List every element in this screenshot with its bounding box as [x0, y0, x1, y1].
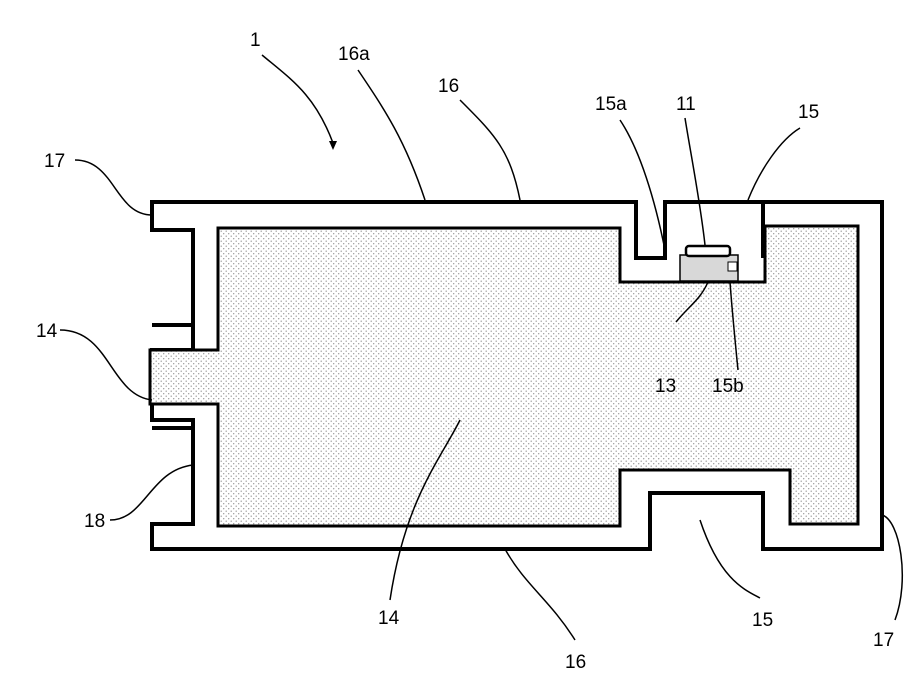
arrow-head-1	[329, 141, 337, 150]
leader-17-right	[882, 515, 902, 620]
label-13: 13	[655, 376, 676, 397]
leader-16a	[358, 70, 425, 200]
leader-15-bottom	[700, 520, 760, 598]
leader-16-top	[460, 100, 520, 200]
left-arm-lower	[152, 428, 193, 524]
leader-11	[685, 118, 705, 245]
label-16-top: 16	[438, 76, 459, 97]
left-arm-upper	[152, 230, 193, 325]
leader-17-left	[75, 160, 152, 215]
label-15b: 15b	[712, 376, 744, 397]
leader-14-left	[60, 330, 152, 400]
label-15-top: 15	[798, 102, 819, 123]
leader-15a	[620, 120, 665, 250]
component-cap	[686, 246, 730, 256]
leader-15-top	[748, 128, 800, 200]
label-16-bottom: 16	[565, 652, 586, 673]
label-18: 18	[84, 511, 105, 532]
label-15a: 15a	[595, 94, 627, 115]
label-17-left: 17	[44, 151, 65, 172]
leader-18	[110, 465, 193, 520]
label-15-bottom: 15	[752, 610, 773, 631]
label-16a: 16a	[338, 44, 370, 65]
leader-16-bottom	[505, 549, 575, 640]
label-17-right: 17	[873, 630, 894, 651]
dotted-inner-region	[150, 226, 858, 526]
label-14-center: 14	[378, 608, 400, 629]
component-notch	[728, 262, 737, 271]
label-11: 11	[676, 94, 696, 115]
label-1: 1	[250, 30, 261, 51]
arrow-leader-1	[262, 55, 333, 143]
label-14-left: 14	[36, 321, 58, 342]
